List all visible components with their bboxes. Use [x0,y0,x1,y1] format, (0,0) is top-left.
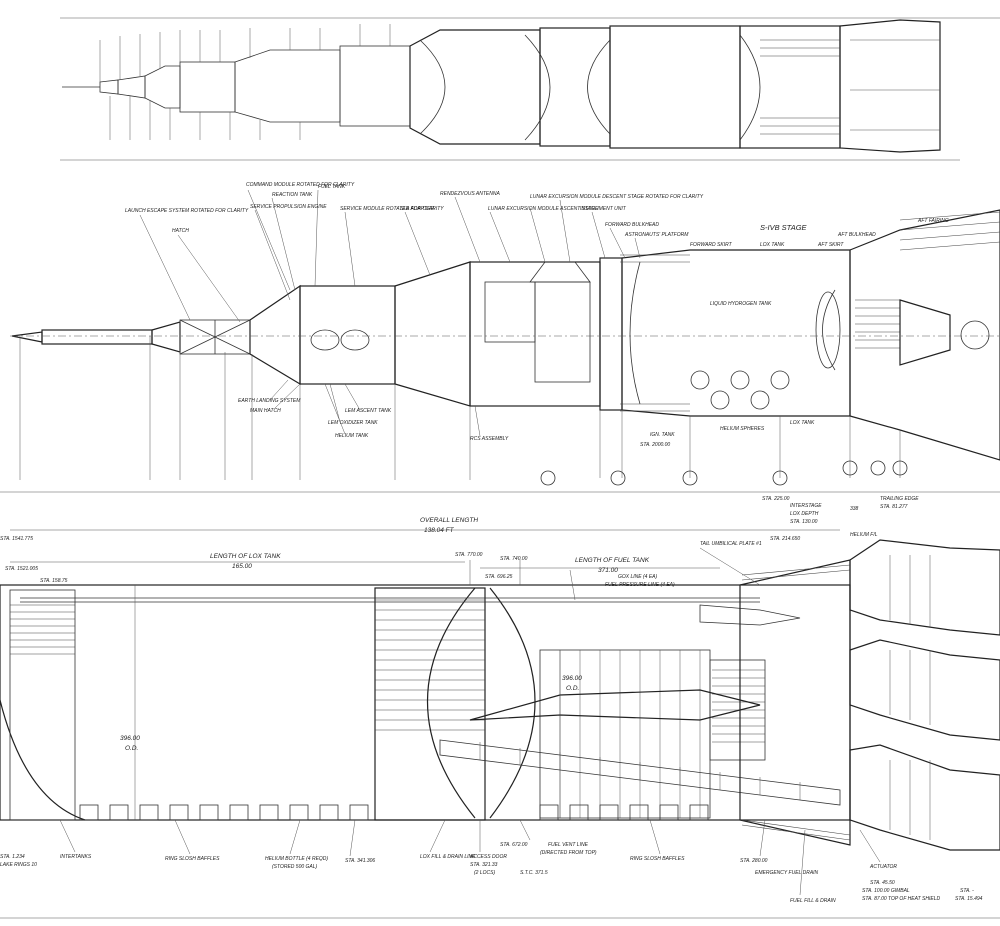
dim-dia-left: 396.00 [120,735,140,742]
dim-sta-3: STA. 770.00 [455,552,483,558]
label-lem-ascent-tank: LEM ASCENT TANK [345,408,392,414]
label-instrument-unit: INSTRUMENT UNIT [580,206,627,212]
label-lem-oxidizer-tank: LEM OXIDIZER TANK [328,420,378,426]
dim-sta-bottom-2: LAKE RINGS 10 [0,862,37,868]
dim-sta-338: 338 [850,506,859,512]
label-aft-skirt: AFT SKIRT [817,242,844,248]
label-heat-shield: STA. 87.00 TOP OF HEAT SHIELD [862,896,940,902]
label-command-module: COMMAND MODULE ROTATED FOR CLARITY [246,182,355,188]
label-lox-tank-small: LOX TANK [790,420,815,426]
dim-dia-left-sub: O.D. [125,745,139,752]
dim-fuel-tank-length: LENGTH OF FUEL TANK [575,557,650,564]
dim-sta-214: STA. 214.650 [770,536,800,542]
label-fuel-fill: FUEL FILL & DRAIN [790,898,836,904]
dim-sta-341: STA. 341.306 [345,858,375,864]
dim-sta-5: STA. 696.25 [485,574,513,580]
label-ign-tank: IGN. TANK [650,432,675,438]
dim-sta-225: STA. 225.00 [762,496,790,502]
label-hatch: HATCH [172,228,189,234]
dim-sta-2: STA. 158.75 [40,578,68,584]
label-helium-bottle-sub: (STORED 500 GAL) [272,864,318,870]
dim-lox-tank-value: 165.00 [232,563,252,570]
dim-fuel-tank-value: 371.00 [598,567,618,574]
label-fuel-vent: FUEL VENT LINE [548,842,589,848]
dim-dia-right-sub: O.D. [566,685,580,692]
label-sta-low: STA. 2000.00 [640,442,670,448]
dim-sta-672: STA. 672.00 [500,842,528,848]
label-lem-ascent: LUNAR EXCURSION MODULE ASCENT STAGE [488,206,599,212]
label-reaction-tank: REACTION TANK [272,192,313,198]
label-aft-fairing: AFT FAIRING [917,218,949,224]
label-intertanks: INTERTANKS [60,854,92,860]
label-intertank: INTERSTAGE [790,503,822,509]
dim-lox-line: GOX LINE (4 EA) [618,574,658,580]
label-ring-slosh: RING SLOSH BAFFLES [165,856,220,862]
dim-sta-280: STA. 280.00 [740,858,768,864]
label-lem-descent: LUNAR EXCURSION MODULE DESCENT STAGE ROT… [530,194,704,200]
label-sps-engine: SERVICE PROPULSION ENGINE [250,204,327,210]
dim-trailing-sta: STA. 81.277 [880,504,908,510]
dim-sta-minus: STA. - [960,888,974,894]
label-trailing-edge: TRAILING EDGE [880,496,919,502]
label-rcs-assembly: RCS ASSEMBLY [470,436,509,442]
dim-sta-1: STA. 1521.005 [5,566,38,572]
label-forward-bulkhead: FORWARD BULKHEAD [605,222,659,228]
label-main-hatch: MAIN HATCH [250,408,281,414]
label-access-door: ACCESS DOOR [469,854,507,860]
label-access-sub: (2 LOCS) [474,870,495,876]
lower-section-drawing: OVERALL LENGTH 138.04 FT LENGTH OF LOX T… [0,496,1000,904]
dim-dia-right: 396.00 [562,675,582,682]
label-s-ivb: S-IVB STAGE [760,223,808,232]
label-emergency-drain: EMERGENCY FUEL DRAIN [755,870,819,876]
dim-fuel-pressure: FUEL PRESSURE LINE (4 EA) [605,582,675,588]
label-gimbal: STA. 100.00 GIMBAL [862,888,910,894]
dim-sta-371: S.T.C. 371.5 [520,870,548,876]
label-earth-landing: EARTH LANDING SYSTEM [238,398,301,404]
dim-access-sta: STA. 321.33 [470,862,498,868]
dim-lox-tank-length: LENGTH OF LOX TANK [210,553,281,560]
label-fuel-tank: FUEL TANK [318,184,346,190]
label-helium-fl: HELIUM F/L [850,532,878,538]
label-lh2-tank: LIQUID HYDROGEN TANK [710,301,772,307]
label-actuator: ACTUATOR [869,864,897,870]
label-forward-skirt: FORWARD SKIRT [690,242,733,248]
label-tail-umbilical: TAIL UMBILICAL PLATE #1 [700,541,762,547]
dim-sta-bottom-1: STA. 1.234 [0,854,25,860]
label-helium-spheres: HELIUM SPHERES [720,426,765,432]
label-lox-fill: LOX FILL & DRAIN LINE [420,854,476,860]
label-sla-adapter: SLA ADAPTER [400,206,434,212]
label-les: LAUNCH ESCAPE SYSTEM ROTATED FOR CLARITY [125,208,249,214]
dim-overall-length: OVERALL LENGTH [420,517,478,524]
dim-sta-far: STA. 15.494 [955,896,983,902]
label-ring-slosh-2: RING SLOSH BAFFLES [630,856,685,862]
dim-sta-4: STA. 740.00 [500,556,528,562]
label-aft-bulkhead: AFT BULKHEAD [837,232,876,238]
label-lox-depth: LOX DEPTH [790,511,819,517]
label-lox-tank: LOX TANK [760,242,785,248]
label-service-module: SERVICE MODULE ROTATED FOR CLARITY [340,206,444,212]
label-helium-tank: HELIUM TANK [335,433,369,439]
label-helium-bottle: HELIUM BOTTLE (4 REQD) [265,856,328,862]
label-rendezvous-antenna: RENDEZVOUS ANTENNA [440,191,500,197]
dim-sta-455: STA. 45.50 [870,880,895,886]
top-overview-drawing [60,17,1000,161]
dim-sta-left: STA. 1541.775 [0,536,33,542]
dim-sta-130: STA. 130.00 [790,519,818,525]
label-fuel-vent-sub: (DIRECTED FROM TOP) [540,850,597,856]
dim-overall-value: 138.04 FT [424,527,455,534]
label-astronaut-platform: ASTRONAUTS' PLATFORM [624,232,689,238]
middle-section-drawing: LAUNCH ESCAPE SYSTEM ROTATED FOR CLARITY… [10,182,1000,486]
